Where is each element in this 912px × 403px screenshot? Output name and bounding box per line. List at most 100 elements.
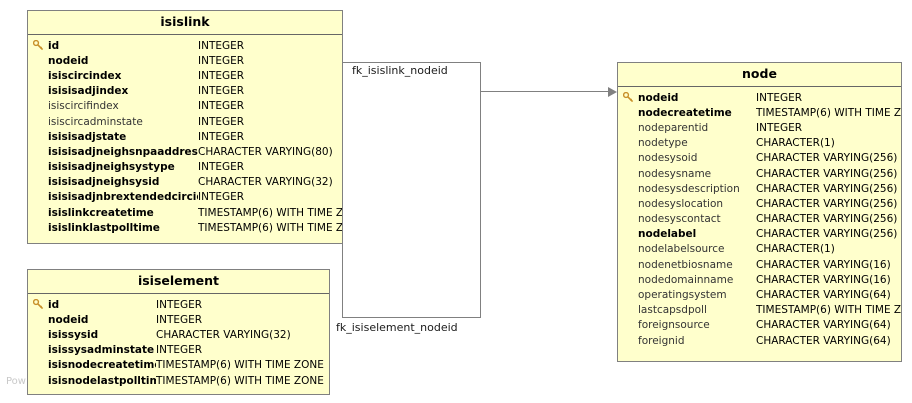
table-row: isisisadjneighsnpaaddress CHARACTER VARY… bbox=[28, 144, 342, 159]
attribute-type: INTEGER bbox=[198, 191, 245, 204]
entity-attributes-isislink: id INTEGER nodeid INTEGER isiscircindex … bbox=[28, 35, 342, 239]
attribute-type: CHARACTER VARYING(256) bbox=[756, 213, 898, 226]
attribute-type: INTEGER bbox=[198, 85, 245, 98]
attribute-name: id bbox=[48, 298, 60, 311]
attribute-type: INTEGER bbox=[156, 298, 203, 311]
attribute-name: nodetype bbox=[638, 137, 688, 150]
attribute-name: isiscircifindex bbox=[48, 100, 119, 113]
table-row: nodeparentid INTEGER bbox=[618, 120, 901, 135]
attribute-type: INTEGER bbox=[198, 100, 245, 113]
table-row: nodesyscontact CHARACTER VARYING(256) bbox=[618, 212, 901, 227]
attribute-name: isisnodelastpolltime bbox=[48, 374, 156, 387]
attribute-type: TIMESTAMP(6) WITH TIME ZONE bbox=[198, 206, 342, 219]
table-row: isissysadminstate INTEGER bbox=[28, 343, 329, 358]
table-row: foreignsource CHARACTER VARYING(64) bbox=[618, 318, 901, 333]
relationship-label-fk-isislink-nodeid: fk_isislink_nodeid bbox=[352, 64, 448, 77]
attribute-name: isissysadminstate bbox=[48, 344, 155, 357]
primary-key-icon bbox=[28, 40, 48, 51]
attribute-type: INTEGER bbox=[156, 313, 203, 326]
attribute-type: INTEGER bbox=[198, 54, 245, 67]
attribute-name: isislinklastpolltime bbox=[48, 221, 160, 234]
table-row: isissysid CHARACTER VARYING(32) bbox=[28, 327, 329, 342]
relationship-label-fk-isiselement-nodeid: fk_isiselement_nodeid bbox=[336, 321, 458, 334]
entity-attributes-isiselement: id INTEGER nodeid INTEGER isissysid CHAR… bbox=[28, 294, 329, 392]
table-row: isisisadjindex INTEGER bbox=[28, 84, 342, 99]
relationship-connector-box bbox=[342, 62, 481, 318]
attribute-name: nodeid bbox=[48, 54, 89, 67]
attribute-type: INTEGER bbox=[756, 121, 803, 134]
table-row: isisisadjstate INTEGER bbox=[28, 129, 342, 144]
attribute-type: INTEGER bbox=[156, 344, 203, 357]
attribute-type: TIMESTAMP(6) WITH TIME ZONE bbox=[756, 304, 901, 317]
table-row: nodesysoid CHARACTER VARYING(256) bbox=[618, 151, 901, 166]
attribute-name: isisisadjnbrextendedcircid bbox=[48, 191, 198, 204]
table-row: nodeid INTEGER bbox=[618, 90, 901, 105]
table-row: isiscircadminstate INTEGER bbox=[28, 114, 342, 129]
attribute-name: isisnodecreatetime bbox=[48, 359, 156, 372]
attribute-name: isisisadjindex bbox=[48, 85, 129, 98]
table-row: nodelabel CHARACTER VARYING(256) bbox=[618, 227, 901, 242]
attribute-type: CHARACTER VARYING(256) bbox=[756, 197, 898, 210]
attribute-type: INTEGER bbox=[198, 161, 245, 174]
attribute-type: CHARACTER(1) bbox=[756, 243, 835, 256]
attribute-name: nodeid bbox=[638, 91, 679, 104]
entity-title-node: node bbox=[618, 63, 901, 87]
table-row: isislinklastpolltime TIMESTAMP(6) WITH T… bbox=[28, 220, 342, 235]
table-row: isisisadjneighsysid CHARACTER VARYING(32… bbox=[28, 175, 342, 190]
attribute-name: nodeparentid bbox=[638, 121, 709, 134]
attribute-name: nodesyscontact bbox=[638, 213, 721, 226]
attribute-type: CHARACTER VARYING(16) bbox=[756, 273, 891, 286]
attribute-type: CHARACTER VARYING(256) bbox=[756, 228, 898, 241]
table-row: id INTEGER bbox=[28, 297, 329, 312]
entity-table-node[interactable]: node nodeid INTEGER nodecreatetime TIMES… bbox=[617, 62, 902, 362]
attribute-name: foreignsource bbox=[638, 319, 710, 332]
attribute-type: CHARACTER(1) bbox=[756, 137, 835, 150]
table-row: isisisadjnbrextendedcircid INTEGER bbox=[28, 190, 342, 205]
attribute-type: CHARACTER VARYING(80) bbox=[198, 145, 333, 158]
attribute-name: nodecreatetime bbox=[638, 106, 732, 119]
primary-key-icon bbox=[28, 299, 48, 310]
attribute-type: CHARACTER VARYING(256) bbox=[756, 167, 898, 180]
attribute-type: INTEGER bbox=[198, 130, 245, 143]
table-row: foreignid CHARACTER VARYING(64) bbox=[618, 333, 901, 348]
table-row: isisnodelastpolltime TIMESTAMP(6) WITH T… bbox=[28, 373, 329, 388]
attribute-type: CHARACTER VARYING(32) bbox=[156, 328, 291, 341]
table-row: operatingsystem CHARACTER VARYING(64) bbox=[618, 287, 901, 302]
attribute-name: nodedomainname bbox=[638, 273, 734, 286]
table-row: isisisadjneighsystype INTEGER bbox=[28, 160, 342, 175]
table-row: isisnodecreatetime TIMESTAMP(6) WITH TIM… bbox=[28, 358, 329, 373]
table-row: nodesysname CHARACTER VARYING(256) bbox=[618, 166, 901, 181]
attribute-type: TIMESTAMP(6) WITH TIME ZONE bbox=[198, 221, 342, 234]
attribute-name: nodesysoid bbox=[638, 152, 698, 165]
attribute-type: CHARACTER VARYING(256) bbox=[756, 152, 898, 165]
attribute-type: CHARACTER VARYING(16) bbox=[756, 258, 891, 271]
attribute-name: nodelabel bbox=[638, 228, 697, 241]
table-row: nodelabelsource CHARACTER(1) bbox=[618, 242, 901, 257]
attribute-type: CHARACTER VARYING(64) bbox=[756, 319, 891, 332]
attribute-name: nodenetbiosname bbox=[638, 258, 733, 271]
attribute-name: operatingsystem bbox=[638, 289, 727, 302]
table-row: isislinkcreatetime TIMESTAMP(6) WITH TIM… bbox=[28, 205, 342, 220]
relationship-arrowhead-node bbox=[608, 87, 617, 97]
table-row: isiscircindex INTEGER bbox=[28, 68, 342, 83]
attribute-type: CHARACTER VARYING(256) bbox=[756, 182, 898, 195]
table-row: nodedomainname CHARACTER VARYING(16) bbox=[618, 272, 901, 287]
attribute-type: TIMESTAMP(6) WITH TIME ZONE bbox=[756, 106, 901, 119]
attribute-name: isisisadjstate bbox=[48, 130, 127, 143]
table-row: id INTEGER bbox=[28, 38, 342, 53]
entity-table-isiselement[interactable]: isiselement id INTEGER nodeid INTEGER is… bbox=[27, 269, 330, 395]
attribute-name: isiscircindex bbox=[48, 69, 122, 82]
table-row: nodetype CHARACTER(1) bbox=[618, 136, 901, 151]
attribute-name: nodesyslocation bbox=[638, 197, 724, 210]
entity-table-isislink[interactable]: isislink id INTEGER nodeid INTEGER isisc… bbox=[27, 10, 343, 244]
attribute-type: TIMESTAMP(6) WITH TIME ZONE bbox=[156, 374, 324, 387]
attribute-name: lastcapsdpoll bbox=[638, 304, 707, 317]
table-row: lastcapsdpoll TIMESTAMP(6) WITH TIME ZON… bbox=[618, 303, 901, 318]
table-row: nodecreatetime TIMESTAMP(6) WITH TIME ZO… bbox=[618, 105, 901, 120]
attribute-type: TIMESTAMP(6) WITH TIME ZONE bbox=[156, 359, 324, 372]
watermark: Pow bbox=[6, 376, 26, 387]
attribute-type: INTEGER bbox=[198, 69, 245, 82]
table-row: nodesyslocation CHARACTER VARYING(256) bbox=[618, 196, 901, 211]
primary-key-icon bbox=[618, 92, 638, 103]
entity-attributes-node: nodeid INTEGER nodecreatetime TIMESTAMP(… bbox=[618, 87, 901, 352]
